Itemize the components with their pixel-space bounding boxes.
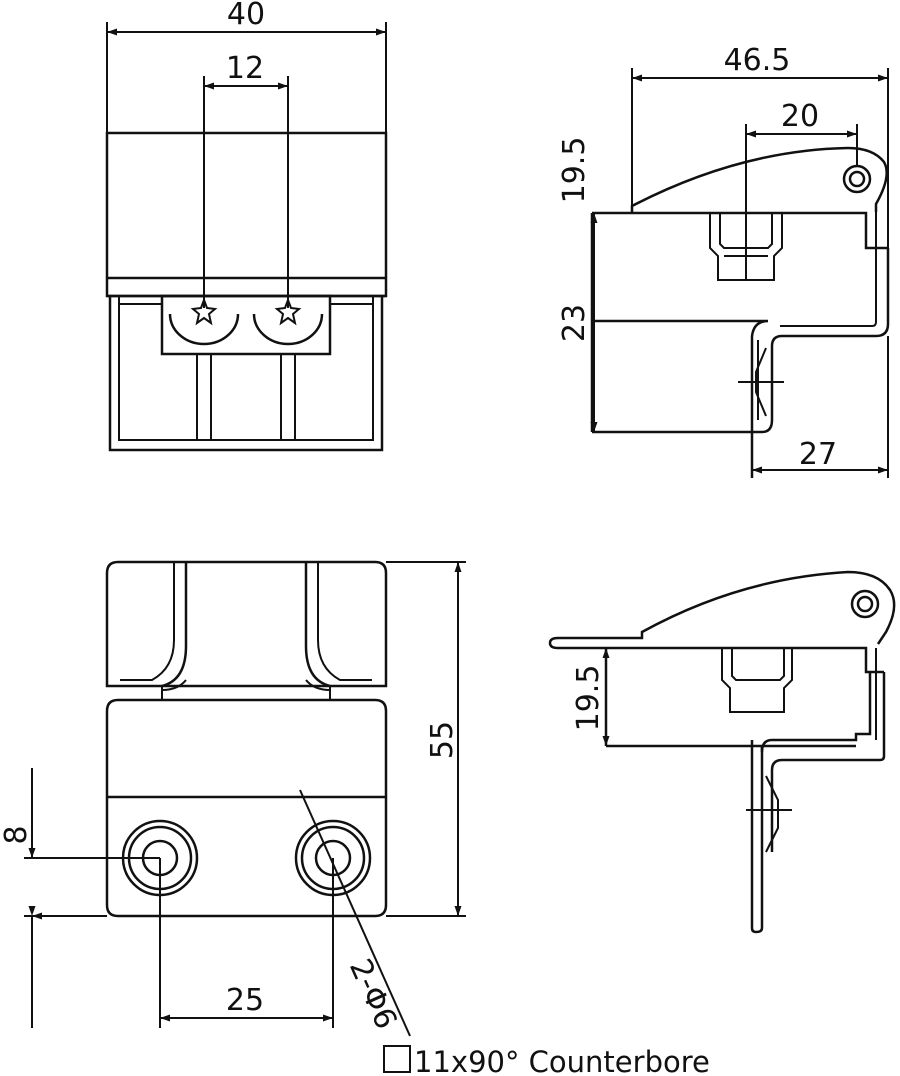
dim-screw-spacing: 12 [226, 51, 264, 86]
dim-body-height: 23 [557, 304, 592, 342]
screw-star-icon [274, 297, 302, 326]
screw-star-icon [190, 297, 218, 326]
side-view: 46.5 20 19.5 23 27 [557, 43, 890, 478]
mounting-view: 55 8 25 2-Φ6 [0, 560, 466, 1037]
front-view: 40 12 [105, 0, 388, 452]
dim-bracket-depth: 27 [799, 437, 837, 472]
counterbore-note-text: 11x90° Counterbore [414, 1045, 710, 1076]
dim-front-width: 40 [227, 0, 265, 32]
dim-open-height: 19.5 [571, 665, 606, 732]
counterbore-note: 11x90° Counterbore [383, 1045, 710, 1076]
open-view: 19.5 [548, 570, 896, 934]
dim-lever-height: 19.5 [557, 137, 592, 204]
dim-hole-height: 8 [0, 825, 34, 844]
dim-hinge-offset: 20 [781, 99, 819, 134]
hole-callout: 2-Φ6 [342, 954, 404, 1035]
dim-base-height: 55 [425, 721, 460, 759]
dim-hole-spacing: 25 [226, 983, 264, 1018]
dim-side-length: 46.5 [724, 43, 791, 78]
